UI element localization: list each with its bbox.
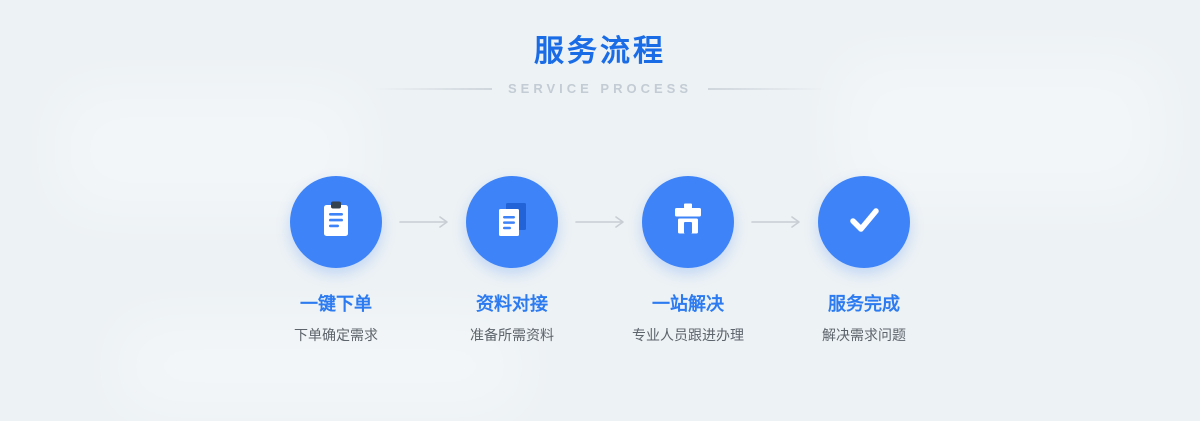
step-circle [466, 176, 558, 268]
step-complete: 服务完成 解决需求问题 [803, 176, 925, 345]
step-circle [290, 176, 382, 268]
arrow-right-icon [573, 215, 627, 229]
step-title: 一站解决 [652, 294, 724, 314]
step-circle [818, 176, 910, 268]
step-circle [642, 176, 734, 268]
step-title: 一键下单 [300, 294, 372, 314]
section-header: 服务流程 SERVICE PROCESS [0, 0, 1200, 96]
process-steps: 一键下单 下单确定需求 资料对接 准备所需资料 [0, 176, 1200, 345]
step-solution: 一站解决 专业人员跟进办理 [627, 176, 749, 345]
checkmark-icon [842, 198, 886, 247]
step-title: 资料对接 [476, 294, 548, 314]
documents-icon [490, 198, 534, 247]
page-title: 服务流程 [534, 35, 666, 68]
clipboard-icon [314, 198, 358, 247]
step-order: 一键下单 下单确定需求 [275, 176, 397, 345]
step-description: 准备所需资料 [470, 327, 554, 343]
page-subtitle: SERVICE PROCESS [507, 81, 693, 96]
subtitle-row: SERVICE PROCESS [0, 81, 1200, 96]
arrow-right-icon [397, 215, 451, 229]
arrow-right-icon [749, 215, 803, 229]
step-materials: 资料对接 准备所需资料 [451, 176, 573, 345]
step-description: 专业人员跟进办理 [632, 327, 744, 343]
step-description: 下单确定需求 [294, 327, 378, 343]
store-icon [666, 198, 710, 247]
subtitle-divider-right [708, 87, 827, 90]
step-description: 解决需求问题 [822, 327, 906, 343]
step-title: 服务完成 [828, 294, 900, 314]
subtitle-divider-left [373, 87, 492, 90]
